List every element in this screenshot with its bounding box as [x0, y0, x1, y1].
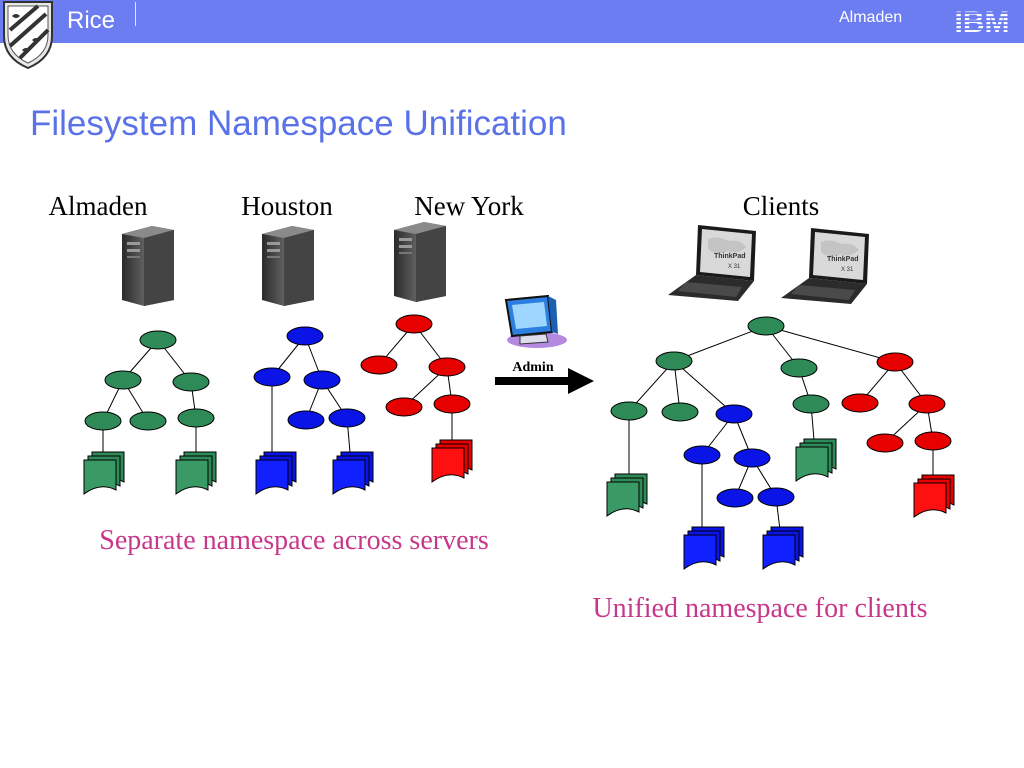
header-right-label: Almaden: [839, 9, 903, 26]
tree-node: [172, 372, 210, 392]
caption-separate-namespace: Separate namespace across servers: [99, 525, 488, 556]
ibm-logo-text: IBM: [955, 6, 1010, 36]
file-stack-icon: [606, 473, 648, 517]
tree-node: [428, 357, 466, 377]
unified-tree: [610, 316, 952, 533]
tree-node: [610, 401, 648, 421]
houston-tree: [253, 326, 366, 455]
file-stack-icon: [83, 451, 125, 495]
file-stack-icon: [255, 451, 297, 495]
tree-node: [914, 431, 952, 451]
tree-node: [655, 351, 693, 371]
newyork-tree: [360, 314, 471, 440]
server-label-almaden: Almaden: [49, 191, 148, 221]
caption-unified-namespace: Unified namespace for clients: [592, 593, 927, 624]
tree-node: [757, 487, 795, 507]
file-stack-icon: [913, 474, 955, 518]
tree-node: [661, 402, 699, 422]
admin-arrow-icon: [495, 368, 594, 394]
tree-node: [866, 433, 904, 453]
tree-node: [876, 352, 914, 372]
file-stack-icon: [332, 451, 374, 495]
slide-title: Filesystem Namespace Unification: [30, 104, 567, 143]
tree-node: [104, 370, 142, 390]
tree-node: [360, 355, 398, 375]
server-label-newyork: New York: [414, 191, 524, 221]
tree-node: [286, 326, 324, 346]
svg-text:X 31: X 31: [841, 267, 854, 273]
tree-node: [841, 393, 879, 413]
tree-node: [129, 411, 167, 431]
admin-label: Admin: [512, 360, 553, 375]
client-laptop-2-icon: ThinkPad X 31: [781, 228, 869, 304]
tree-node: [84, 411, 122, 431]
file-stack-icon: [683, 526, 725, 570]
server-tower-houston-icon: [262, 226, 314, 306]
svg-text:X 31: X 31: [728, 264, 741, 270]
client-laptop-1-icon: ThinkPad X 31: [668, 225, 756, 301]
tree-node: [433, 394, 471, 414]
server-tower-newyork-icon: [394, 222, 446, 302]
tree-node: [780, 358, 818, 378]
ibm-logo: IBM: [955, 6, 1010, 36]
tree-node: [287, 410, 325, 430]
tree-node: [792, 394, 830, 414]
tree-node: [177, 408, 215, 428]
header-divider: [135, 2, 136, 26]
file-stack-icon: [431, 439, 473, 483]
tree-node: [395, 314, 433, 334]
tree-node: [303, 370, 341, 390]
file-stack-icon: [762, 526, 804, 570]
tree-node: [683, 445, 721, 465]
tree-node: [733, 448, 771, 468]
server-tower-almaden-icon: [122, 226, 174, 306]
svg-text:ThinkPad: ThinkPad: [714, 253, 746, 260]
svg-text:ThinkPad: ThinkPad: [827, 256, 859, 263]
tree-node: [747, 316, 785, 336]
tree-node: [908, 394, 946, 414]
server-label-houston: Houston: [241, 191, 333, 221]
admin-computer-icon: [504, 294, 567, 348]
clients-label: Clients: [743, 191, 820, 221]
tree-node: [328, 408, 366, 428]
file-stack-icon: [175, 451, 217, 495]
almaden-tree: [84, 330, 215, 452]
rice-crest-logo: [3, 1, 53, 70]
tree-node: [253, 367, 291, 387]
file-stack-icon: [795, 438, 837, 482]
tree-node: [139, 330, 177, 350]
tree-node: [385, 397, 423, 417]
tree-node: [716, 488, 754, 508]
header-left-label: Rice: [67, 7, 116, 34]
tree-node: [715, 404, 753, 424]
header-bar: Rice Almaden: [0, 0, 1024, 43]
